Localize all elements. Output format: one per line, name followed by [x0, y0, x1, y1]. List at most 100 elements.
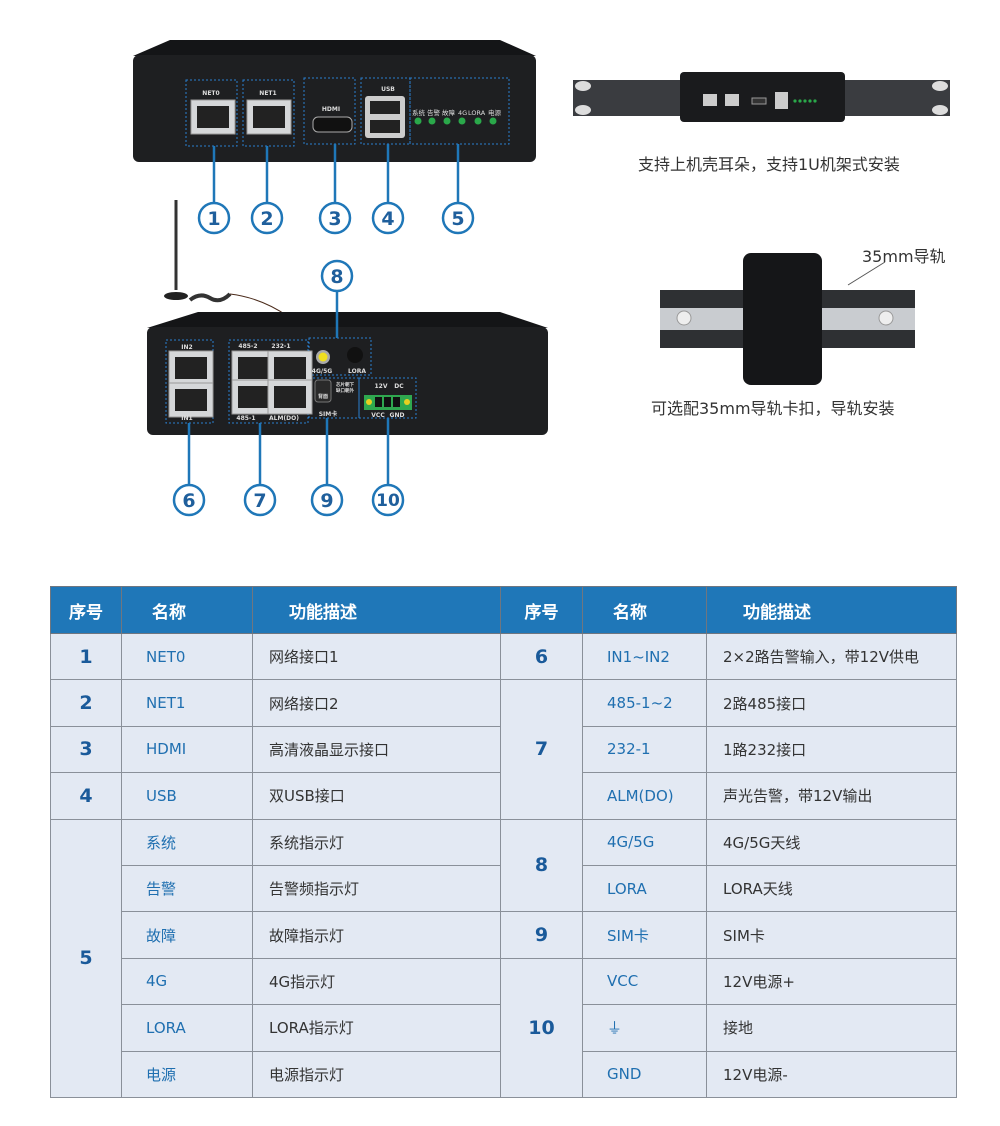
- rs485-1-label: 485-1: [236, 415, 255, 422]
- callout-6: 6: [182, 490, 195, 512]
- item-name: 告警: [121, 864, 253, 913]
- item-name: GND: [582, 1050, 707, 1098]
- din-rail-image: [660, 253, 915, 385]
- in1-label: IN1: [181, 415, 192, 422]
- item-name: LORA: [121, 1004, 253, 1052]
- item-name: LORA: [582, 864, 707, 913]
- net0-port: [190, 99, 236, 135]
- hdmi-label: HDMI: [322, 106, 340, 113]
- row-number: 3: [50, 725, 122, 774]
- item-name: HDMI: [121, 725, 253, 774]
- item-name: VCC: [582, 957, 707, 1006]
- item-description: 系统指示灯: [252, 818, 501, 866]
- led-label-power: 电源: [488, 108, 502, 117]
- led-label-system: 系统: [412, 108, 426, 117]
- rack-mount-caption: 支持上机壳耳朵，支持1U机架式安装: [638, 155, 900, 174]
- callout-5: 5: [451, 208, 464, 230]
- item-name: 485-1~2: [582, 679, 707, 727]
- row-number: 10: [500, 957, 583, 1098]
- back-callout-lines: [187, 292, 390, 484]
- gnd-label: GND: [390, 412, 405, 419]
- vcc-label: VCC: [371, 412, 385, 419]
- item-name: SIM卡: [582, 911, 707, 959]
- item-name: 4G/5G: [582, 818, 707, 866]
- alm-label: ALM(DO): [269, 415, 299, 422]
- item-description: SIM卡: [706, 911, 957, 959]
- item-name: USB: [121, 772, 253, 820]
- item-name: ALM(DO): [582, 772, 707, 820]
- item-description: LORA天线: [706, 864, 957, 913]
- item-description: 1路232接口: [706, 725, 957, 774]
- led-label-alarm: 告警: [427, 108, 441, 117]
- rs232-1-label: 232-1: [271, 343, 290, 350]
- in1-port: [168, 382, 214, 418]
- led-label-fault: 故障: [442, 108, 456, 117]
- lora-label: LORA: [348, 368, 366, 375]
- item-name: 故障: [121, 911, 253, 959]
- row-number: 4: [50, 772, 122, 820]
- item-name: ⏚: [582, 1004, 707, 1052]
- device-illustrations: NET0 NET1 HDMI USB 系统 告警 故障 4G LORA 电源 1: [133, 40, 950, 517]
- sim-label: SIM卡: [319, 410, 338, 418]
- callout-1: 1: [207, 208, 220, 230]
- item-description: 告警频指示灯: [252, 864, 501, 913]
- row-number: 9: [500, 911, 583, 959]
- ant-4g-label: 4G/5G: [312, 368, 332, 375]
- item-name: NET0: [121, 632, 253, 681]
- item-description: 接地: [706, 1004, 957, 1052]
- 12v-label: 12V: [375, 383, 388, 390]
- antenna-connector-lora: [347, 347, 363, 363]
- item-description: LORA指示灯: [252, 1004, 501, 1052]
- item-description: 12V电源+: [706, 957, 957, 1006]
- row-number: 2: [50, 679, 122, 727]
- item-description: 声光告警，带12V输出: [706, 772, 957, 820]
- item-description: 2路485接口: [706, 679, 957, 727]
- item-description: 4G/5G天线: [706, 818, 957, 866]
- header-name: 名称: [121, 586, 253, 634]
- front-callout-lines: [212, 144, 460, 202]
- led-label-4g: 4G: [458, 109, 467, 117]
- net1-label: NET1: [259, 90, 276, 97]
- header-name-2: 名称: [582, 586, 707, 634]
- row-number: 7: [500, 679, 583, 820]
- header-desc-2: 功能描述: [706, 586, 957, 634]
- row-number: 6: [500, 632, 583, 681]
- item-description: 故障指示灯: [252, 911, 501, 959]
- callout-8: 8: [330, 266, 343, 288]
- din-rail-label: 35mm导轨: [862, 247, 946, 266]
- item-name: 电源: [121, 1050, 253, 1098]
- dc-label: DC: [394, 383, 404, 390]
- callout-4: 4: [381, 208, 394, 230]
- row-number: 1: [50, 632, 122, 681]
- item-name: IN1~IN2: [582, 632, 707, 681]
- header-desc: 功能描述: [252, 586, 501, 634]
- item-description: 网络接口1: [252, 632, 501, 681]
- item-description: 2×2路告警输入，带12V供电: [706, 632, 957, 681]
- item-description: 4G指示灯: [252, 957, 501, 1006]
- header-no-2: 序号: [500, 586, 583, 634]
- alm-port: [267, 379, 313, 415]
- item-name: NET1: [121, 679, 253, 727]
- sim-slot: [314, 379, 332, 403]
- item-description: 12V电源-: [706, 1050, 957, 1098]
- sim-note-1: 芯片朝下: [336, 381, 354, 388]
- item-name: 4G: [121, 957, 253, 1006]
- in2-label: IN2: [181, 344, 192, 351]
- item-description: 网络接口2: [252, 679, 501, 727]
- item-description: 双USB接口: [252, 772, 501, 820]
- din-rail-caption: 可选配35mm导轨卡扣，导轨安装: [651, 399, 895, 418]
- row-number: 8: [500, 818, 583, 913]
- net0-label: NET0: [202, 90, 219, 97]
- item-description: 高清液晶显示接口: [252, 725, 501, 774]
- rs485-2-label: 485-2: [238, 343, 257, 350]
- sim-note-2: 缺口朝外: [335, 387, 354, 394]
- item-description: 电源指示灯: [252, 1050, 501, 1098]
